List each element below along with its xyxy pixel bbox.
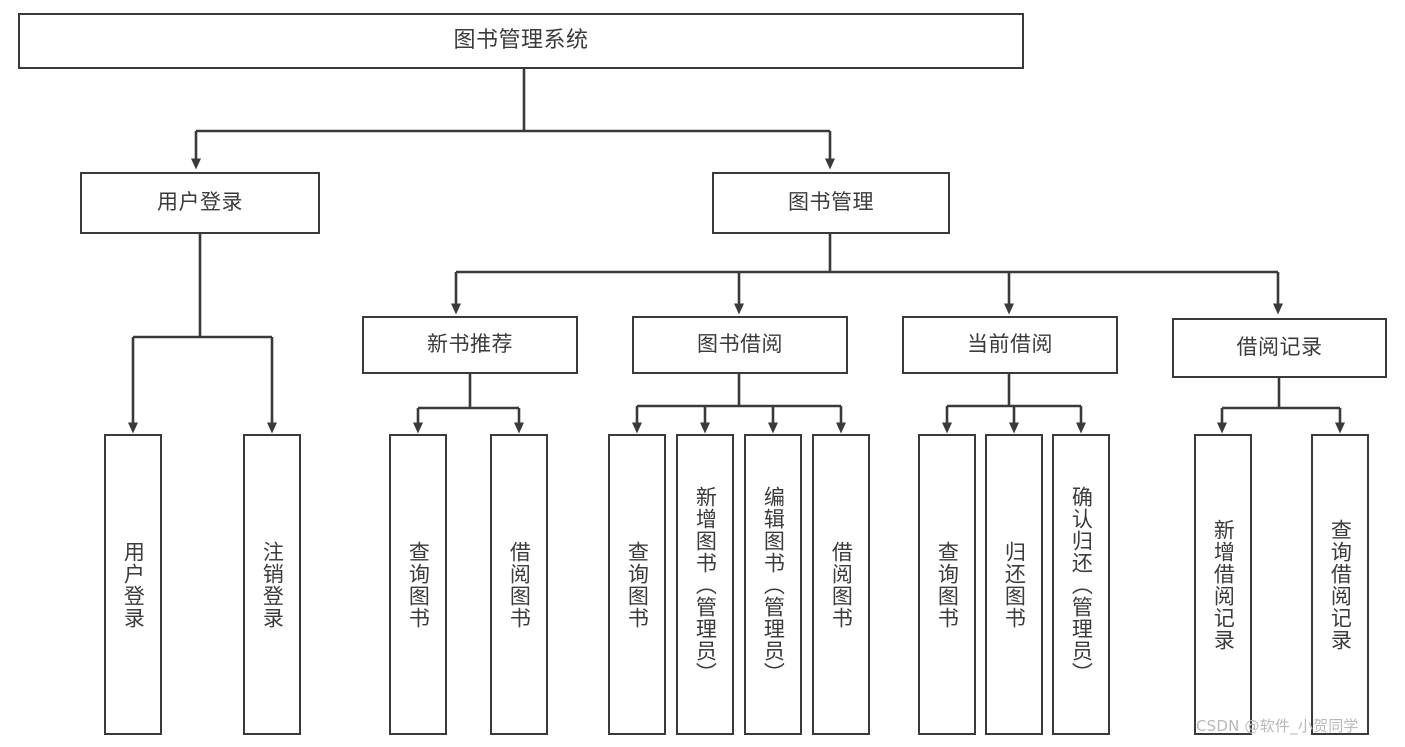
leaf-current-confirm-return-admin[interactable]: 确认归还（管理员） bbox=[1052, 434, 1110, 735]
node-book-borrow[interactable]: 图书借阅 bbox=[632, 316, 848, 374]
leaf-current-query-book[interactable]: 查询图书 bbox=[918, 434, 976, 735]
node-label: 查询图书 bbox=[406, 540, 431, 629]
node-label: 注销登录 bbox=[260, 540, 285, 629]
node-borrow-records[interactable]: 借阅记录 bbox=[1172, 318, 1387, 378]
leaf-recommend-borrow-book[interactable]: 借阅图书 bbox=[490, 434, 548, 735]
node-label: 查询图书 bbox=[625, 540, 650, 629]
node-label: 图书借阅 bbox=[697, 332, 783, 357]
node-label: 借阅图书 bbox=[829, 540, 854, 629]
node-label: 新书推荐 bbox=[427, 332, 513, 357]
node-label: 新增借阅记录 bbox=[1211, 518, 1236, 651]
leaf-current-return-book[interactable]: 归还图书 bbox=[985, 434, 1043, 735]
csdn-watermark: CSDN @软件_小贺同学 bbox=[1196, 717, 1359, 735]
node-new-book-recommend[interactable]: 新书推荐 bbox=[362, 316, 578, 374]
node-label: 借阅记录 bbox=[1236, 335, 1323, 360]
leaf-records-query-record[interactable]: 查询借阅记录 bbox=[1311, 434, 1369, 735]
leaf-records-add-record[interactable]: 新增借阅记录 bbox=[1194, 434, 1252, 735]
node-label: 图书管理 bbox=[788, 190, 874, 215]
leaf-user-login-logout[interactable]: 注销登录 bbox=[243, 434, 301, 735]
node-label: 用户登录 bbox=[121, 540, 146, 629]
node-user-login[interactable]: 用户登录 bbox=[80, 172, 320, 234]
node-label: 编辑图书（管理员） bbox=[761, 485, 786, 684]
node-label: 借阅图书 bbox=[507, 540, 532, 629]
node-label: 查询借阅记录 bbox=[1328, 518, 1353, 651]
node-root-system[interactable]: 图书管理系统 bbox=[18, 13, 1024, 69]
leaf-borrow-query-book[interactable]: 查询图书 bbox=[608, 434, 666, 735]
node-book-management[interactable]: 图书管理 bbox=[712, 172, 950, 234]
node-label: 归还图书 bbox=[1002, 540, 1027, 629]
leaf-borrow-edit-book-admin[interactable]: 编辑图书（管理员） bbox=[744, 434, 802, 735]
leaf-borrow-add-book-admin[interactable]: 新增图书（管理员） bbox=[676, 434, 734, 735]
node-label: 用户登录 bbox=[157, 190, 243, 215]
leaf-recommend-query-book[interactable]: 查询图书 bbox=[389, 434, 447, 735]
node-label: 新增图书（管理员） bbox=[693, 485, 718, 684]
leaf-user-login-login[interactable]: 用户登录 bbox=[104, 434, 162, 735]
node-label: 图书管理系统 bbox=[453, 27, 589, 53]
node-label: 确认归还（管理员） bbox=[1069, 485, 1094, 684]
node-label: 当前借阅 bbox=[967, 332, 1053, 357]
node-label: 查询图书 bbox=[935, 540, 960, 629]
node-current-borrow[interactable]: 当前借阅 bbox=[902, 316, 1118, 374]
leaf-borrow-borrow-book[interactable]: 借阅图书 bbox=[812, 434, 870, 735]
